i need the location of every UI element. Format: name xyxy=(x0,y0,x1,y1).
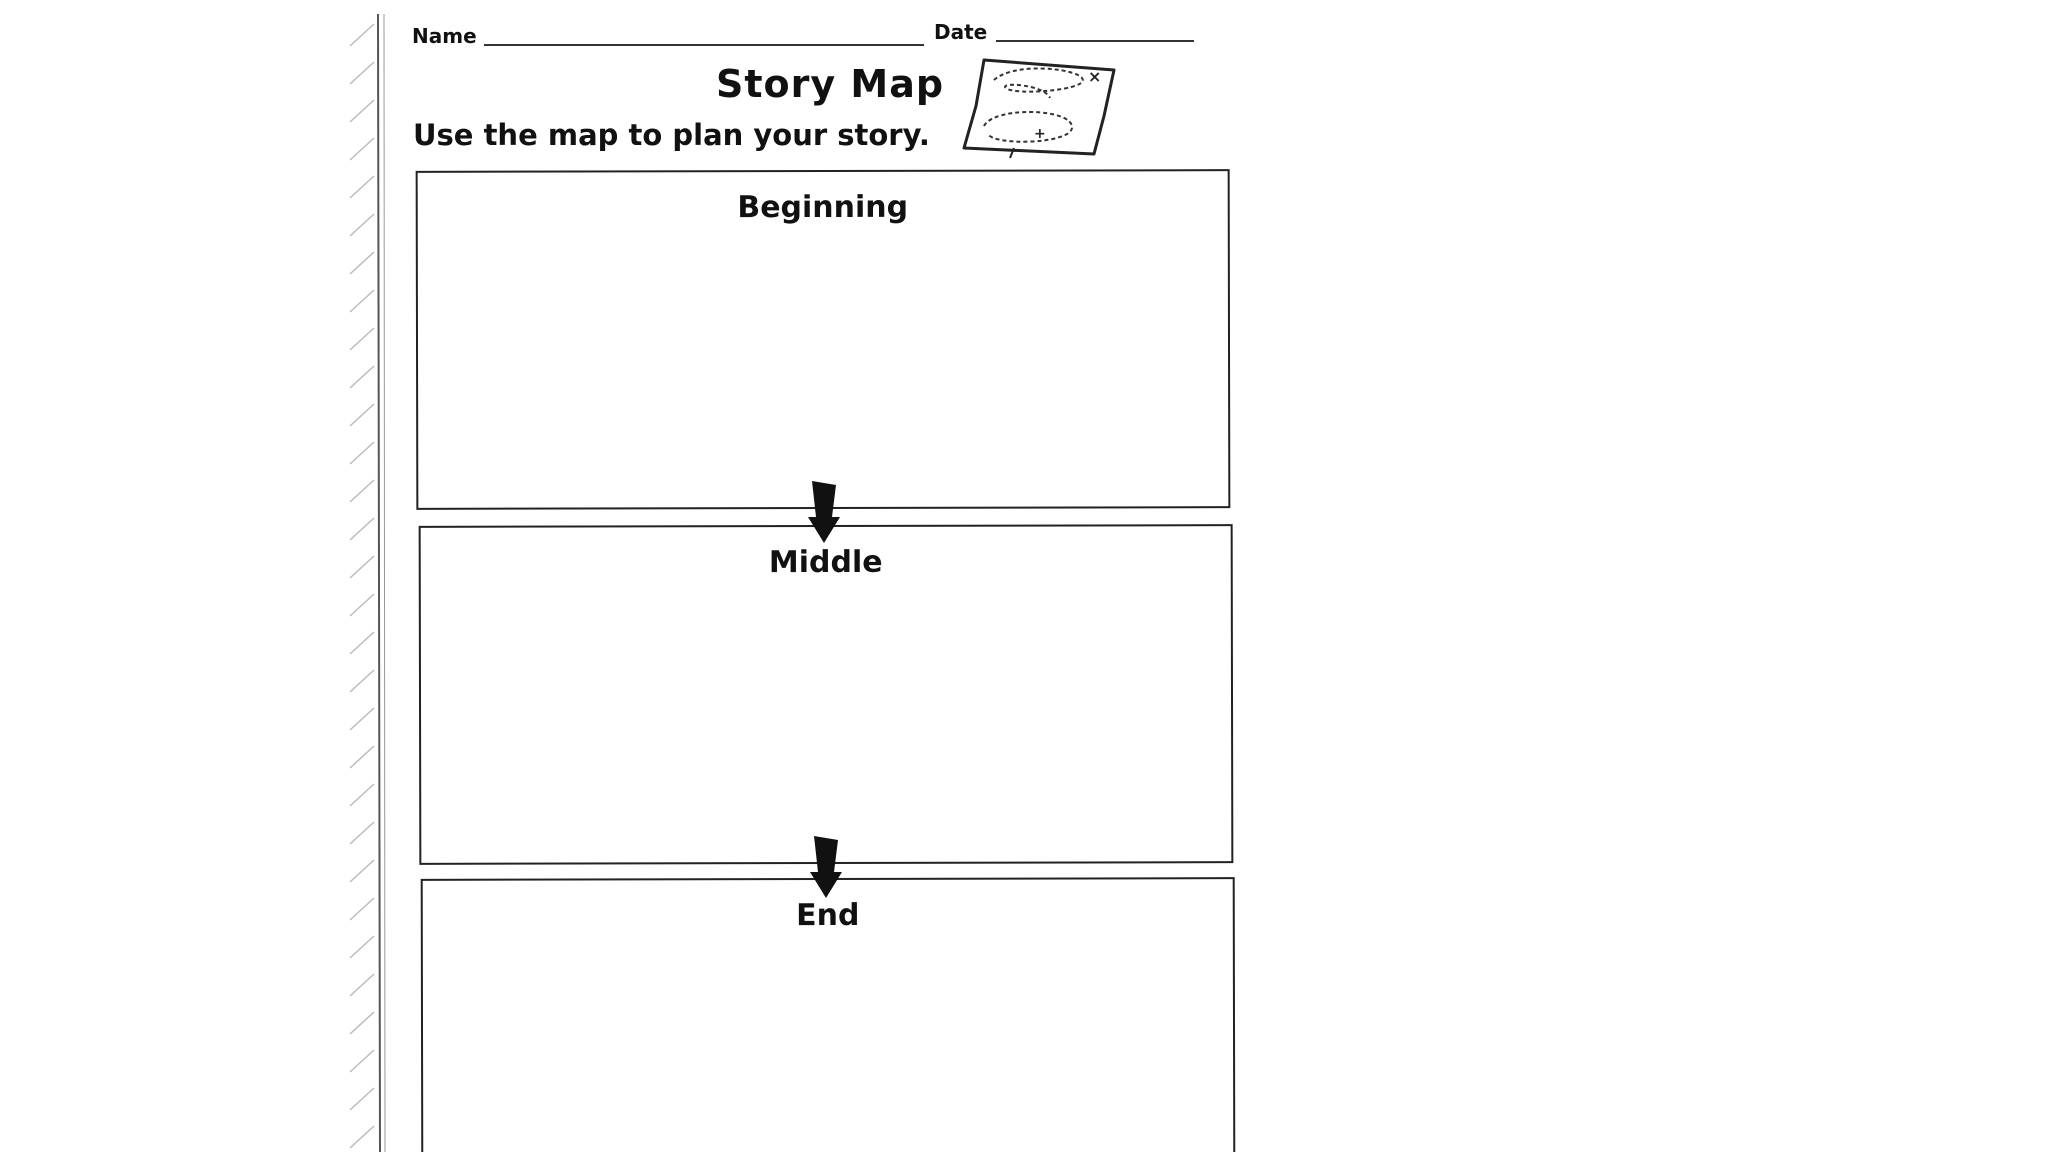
edge-hatch-mark xyxy=(349,23,375,47)
edge-hatch-mark xyxy=(349,1087,375,1111)
edge-hatch-mark xyxy=(349,745,375,769)
edge-hatch-mark xyxy=(349,669,375,693)
edge-hatch-mark xyxy=(349,707,375,731)
edge-hatch-mark xyxy=(349,137,375,161)
name-label: Name xyxy=(412,24,477,48)
page-title: Story Map xyxy=(716,62,945,106)
edge-hatch-mark xyxy=(349,1049,375,1073)
edge-hatch-mark xyxy=(349,859,375,883)
svg-text:×: × xyxy=(1088,67,1101,86)
worksheet-page: Name Date Story Map Use the map to plan … xyxy=(386,0,1246,1152)
down-arrow-icon xyxy=(810,836,842,898)
date-label: Date xyxy=(934,20,988,44)
instructions-text: Use the map to plan your story. xyxy=(413,118,930,152)
edge-hatch-mark xyxy=(349,441,375,465)
svg-text:+: + xyxy=(1034,126,1046,142)
edge-hatch-mark xyxy=(349,1011,375,1035)
edge-hatch-mark xyxy=(349,251,375,275)
middle-label: Middle xyxy=(768,544,883,581)
edge-hatch-mark xyxy=(349,289,375,313)
edge-hatch-mark xyxy=(349,897,375,921)
edge-hatch-mark xyxy=(349,973,375,997)
treasure-map-icon: × + xyxy=(962,58,1116,159)
edge-hatch-mark xyxy=(349,175,375,199)
name-field[interactable] xyxy=(484,44,924,46)
edge-hatch-mark xyxy=(349,327,375,351)
edge-hatch-mark xyxy=(349,555,375,579)
edge-hatch-mark xyxy=(349,99,375,123)
edge-hatch-mark xyxy=(349,479,375,503)
edge-hatch-mark xyxy=(349,821,375,845)
down-arrow-icon xyxy=(808,481,840,543)
edge-hatch-mark xyxy=(349,403,375,427)
edge-hatch-mark xyxy=(349,213,375,237)
edge-hatch-mark xyxy=(349,935,375,959)
end-box[interactable]: End xyxy=(420,877,1236,1152)
date-field[interactable] xyxy=(996,40,1194,42)
edge-hatch-mark xyxy=(349,593,375,617)
edge-hatch-mark xyxy=(349,631,375,655)
end-label: End xyxy=(796,897,860,934)
beginning-label: Beginning xyxy=(737,189,909,226)
edge-hatch-mark xyxy=(349,61,375,85)
page-edge-shadow xyxy=(349,14,386,1152)
edge-hatch-mark xyxy=(349,517,375,541)
edge-hatch-mark xyxy=(349,783,375,807)
middle-box[interactable]: Middle xyxy=(418,524,1234,865)
edge-hatch-mark xyxy=(349,365,375,389)
edge-hatch-mark xyxy=(349,1125,375,1149)
beginning-box[interactable]: Beginning xyxy=(415,169,1231,510)
